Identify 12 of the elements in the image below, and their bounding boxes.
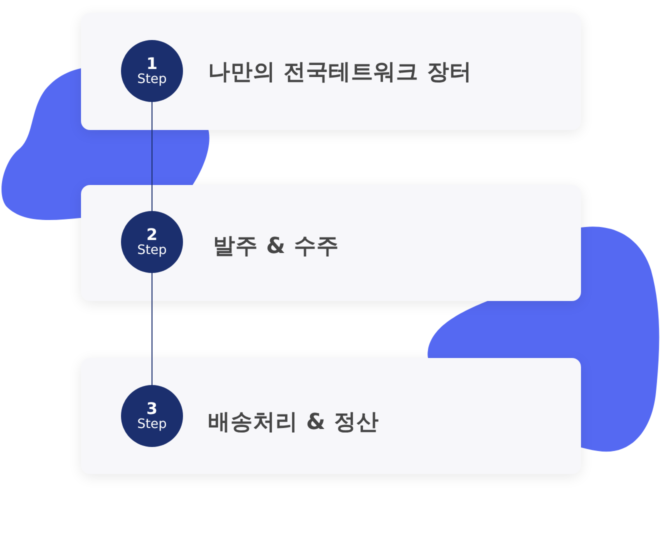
step-title: 나만의 전국테트워크 장터 [208,59,472,87]
step-number: 1 [146,55,158,72]
step-label: Step [137,243,167,258]
step-number: 3 [146,400,158,417]
step-card [81,358,581,474]
step-card [81,185,581,301]
step-label: Step [137,72,167,87]
step-number: 2 [146,226,158,243]
step-title: 발주 & 수주 [213,233,340,261]
step-card [81,13,581,130]
step-title: 배송처리 & 정산 [208,409,380,437]
step-label: Step [137,417,167,432]
